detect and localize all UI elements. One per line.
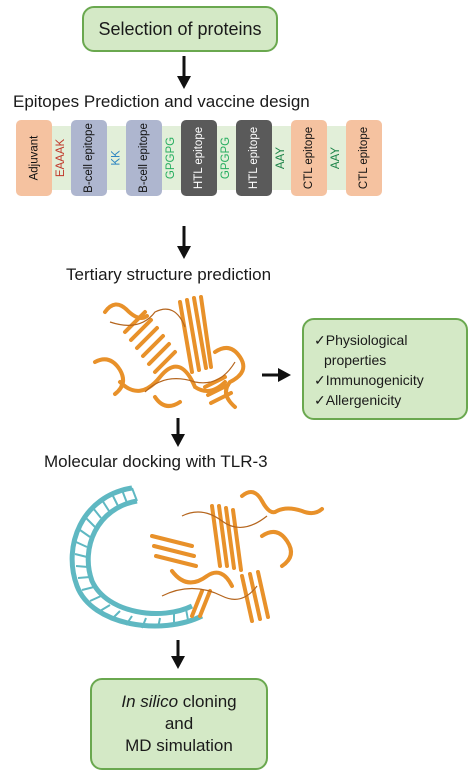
- property-text: Immunogenicity: [325, 372, 424, 388]
- arrow-down-icon: [171, 418, 185, 447]
- property-text: Allergenicity: [325, 392, 402, 408]
- properties-box: ✓Physiological properties ✓Immunogenicit…: [302, 318, 468, 420]
- final-italic-text: In silico: [121, 692, 179, 711]
- construct-segment: [291, 120, 327, 196]
- property-item: properties: [314, 350, 424, 370]
- construct-block-label: HTL epitope: [236, 120, 272, 196]
- property-text: properties: [324, 352, 387, 368]
- check-icon: ✓: [314, 332, 326, 348]
- construct-label-text: B-cell epitope: [138, 123, 150, 193]
- construct-linker-label: GPGPG: [164, 120, 179, 196]
- final-line-3: MD simulation: [125, 736, 233, 755]
- construct-linker-label: GPGPG: [219, 120, 234, 196]
- property-item: ✓Physiological: [314, 330, 424, 350]
- construct-label-text: GPGPG: [220, 136, 233, 180]
- final-line-2: and: [164, 714, 194, 733]
- arrow-down-icon: [177, 226, 191, 259]
- docking-title: Molecular docking with TLR-3: [44, 452, 268, 471]
- construct-block-label: B-cell epitope: [126, 120, 162, 196]
- selection-label: Selection of proteins: [98, 18, 262, 39]
- construct-label-text: CTL epitope: [358, 126, 371, 190]
- construct-block-label: Adjuvant: [16, 120, 52, 196]
- construct-label-text: HTL epitope: [248, 126, 261, 190]
- construct-segment: [236, 120, 272, 196]
- docking-complex-image: [69, 485, 324, 629]
- final-text: cloning: [178, 692, 237, 711]
- properties-list: ✓Physiological properties ✓Immunogenicit…: [314, 330, 424, 410]
- construct-label-text: Adjuvant: [28, 135, 41, 181]
- construct-linker-label: KK: [109, 120, 124, 196]
- final-step-box: In silico cloning and MD simulation: [90, 678, 268, 770]
- property-item: ✓Immunogenicity: [314, 370, 424, 390]
- construct-segment: [181, 120, 217, 196]
- construct-label-text: HTL epitope: [193, 126, 206, 190]
- construct-block-label: CTL epitope: [346, 120, 382, 196]
- construct-linker-label: AAY: [274, 120, 289, 196]
- construct-linker-label: AAY: [329, 120, 344, 196]
- selection-box: Selection of proteins: [82, 6, 278, 52]
- final-line-1: In silico cloning: [121, 691, 236, 713]
- property-item: ✓Allergenicity: [314, 390, 424, 410]
- construct-segment: [16, 120, 52, 196]
- construct-segment: [346, 120, 382, 196]
- construct-label-text: GPGPG: [165, 136, 178, 180]
- vaccine-construct: Adjuvant EAAAK B-cell epitope KK B-cell epit…: [0, 0, 474, 210]
- construct-label-text: KK: [110, 150, 123, 166]
- construct-segment: [126, 120, 162, 196]
- arrow-down-icon: [177, 56, 191, 89]
- arrow-down-icon: [171, 640, 185, 669]
- construct-label-text: CTL epitope: [303, 126, 316, 190]
- construct-linker-label: EAAAK: [54, 120, 69, 196]
- tertiary-title: Tertiary structure prediction: [66, 265, 272, 284]
- construct-label-text: AAY: [275, 146, 288, 170]
- property-text: Physiological: [325, 332, 408, 348]
- construct-block-label: B-cell epitope: [71, 120, 107, 196]
- construct-segment: [71, 120, 107, 196]
- construct-label-text: B-cell epitope: [83, 123, 95, 193]
- construct-label-text: EAAAK: [55, 138, 68, 178]
- arrow-right-icon: [262, 368, 291, 382]
- tertiary-structure-image: [93, 295, 246, 409]
- construct-label-text: AAY: [330, 146, 343, 170]
- construct-block-label: HTL epitope: [181, 120, 217, 196]
- check-icon: ✓: [314, 392, 326, 408]
- construct-block-label: CTL epitope: [291, 120, 327, 196]
- check-icon: ✓: [314, 372, 326, 388]
- epitopes-title: Epitopes Prediction and vaccine design: [13, 92, 310, 111]
